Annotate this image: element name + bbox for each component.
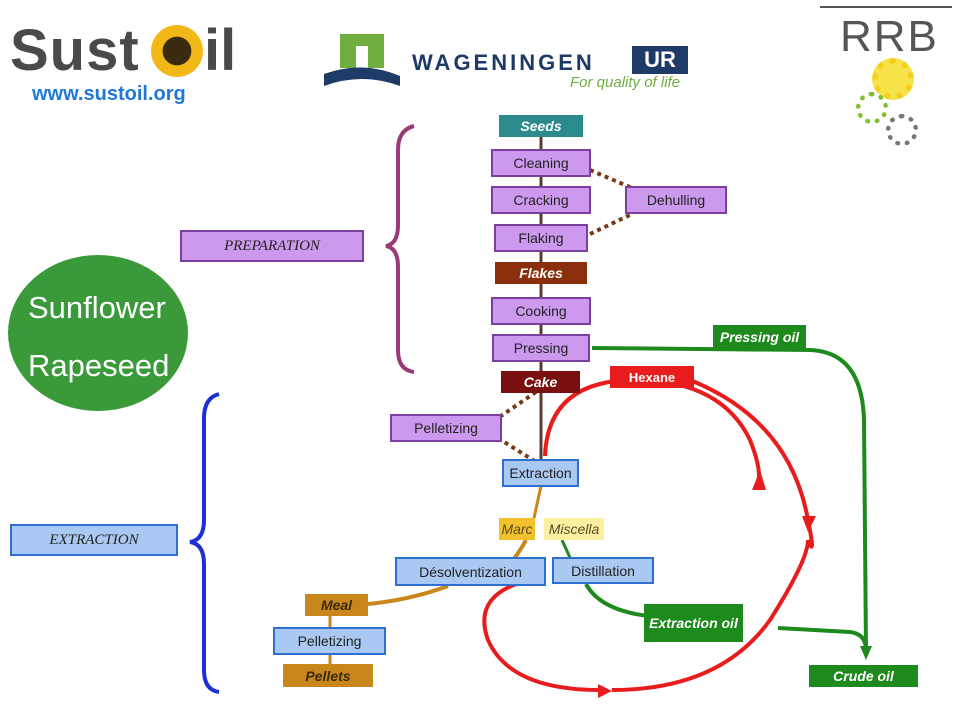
hexane-return-loop — [482, 576, 601, 692]
crop-rapeseed-label: Rapeseed — [28, 348, 170, 383]
extraction-to-marc-line — [532, 485, 543, 519]
pressing-step: Pressing — [492, 334, 590, 362]
wageningen-tagline: For quality of life — [570, 74, 681, 91]
crude-oil-label: Crude oil — [809, 665, 918, 687]
rrb-logo: RRB — [820, 4, 954, 150]
desolventization-step: Désolventization — [395, 557, 546, 586]
wageningen-emblem-icon — [324, 34, 400, 86]
extraction-brace — [189, 392, 220, 694]
wageningen-name: WAGENINGEN — [412, 50, 595, 75]
extraction-step: Extraction — [502, 459, 579, 487]
preparation-phase-label: PREPARATION — [180, 230, 364, 262]
flaking-step: Flaking — [494, 224, 588, 252]
extraction-phase-label: EXTRACTION — [10, 524, 178, 556]
hexane-outer-loop — [689, 378, 814, 549]
hexane-up-arrow — [752, 470, 766, 490]
pressing-oil-label: Pressing oil — [713, 325, 806, 349]
marc-label: Marc — [499, 518, 535, 540]
sustoil-logo-text-right: il — [204, 18, 237, 83]
wageningen-suffix: UR — [632, 46, 688, 74]
seeds-label: Seeds — [499, 115, 583, 137]
extraction-oil-label: Extraction oil — [644, 604, 743, 642]
gear-icon — [856, 92, 888, 124]
rrb-logo-text: RRB — [840, 12, 939, 61]
extraction-oil-to-crude-line — [777, 626, 868, 651]
rrb-logo-rule — [820, 6, 952, 8]
dehulling-link-bottom — [589, 212, 633, 236]
sustoil-logo: Sust il — [10, 18, 236, 88]
sun-icon — [872, 58, 914, 100]
pelletizing-cake-step: Pelletizing — [390, 414, 502, 442]
distillation-step: Distillation — [552, 557, 654, 584]
pelletizing-cake-link-top — [496, 390, 538, 420]
gear-icon — [886, 114, 918, 146]
preparation-brace — [385, 124, 415, 374]
sustoil-website-link[interactable]: www.sustoil.org — [32, 83, 186, 105]
crude-oil-arrow — [860, 646, 872, 660]
meal-label: Meal — [305, 594, 368, 616]
cracking-step: Cracking — [491, 186, 591, 214]
hexane-down-arrow — [802, 516, 816, 532]
hexane-label: Hexane — [610, 366, 694, 388]
dehulling-step: Dehulling — [625, 186, 727, 214]
desolventization-to-meal-line — [367, 584, 449, 606]
pellets-label: Pellets — [283, 664, 373, 687]
crops-circle — [8, 255, 188, 411]
cake-label: Cake — [501, 371, 580, 393]
hexane-return-arrow — [598, 684, 612, 698]
distillation-to-extraction-oil-line — [584, 582, 649, 618]
sunflower-icon — [151, 25, 203, 77]
cleaning-step: Cleaning — [491, 149, 591, 177]
hexane-bottom-loop — [611, 539, 810, 692]
pelletizing-meal-step: Pelletizing — [273, 627, 386, 655]
crop-sunflower-label: Sunflower — [28, 290, 166, 325]
miscella-label: Miscella — [544, 518, 604, 540]
flakes-label: Flakes — [495, 262, 587, 284]
wageningen-logo: WAGENINGEN UR For quality of life — [322, 30, 702, 92]
cooking-step: Cooking — [491, 297, 591, 325]
pressing-oil-line — [591, 346, 868, 651]
sustoil-logo-text-left: Sust — [10, 18, 140, 83]
